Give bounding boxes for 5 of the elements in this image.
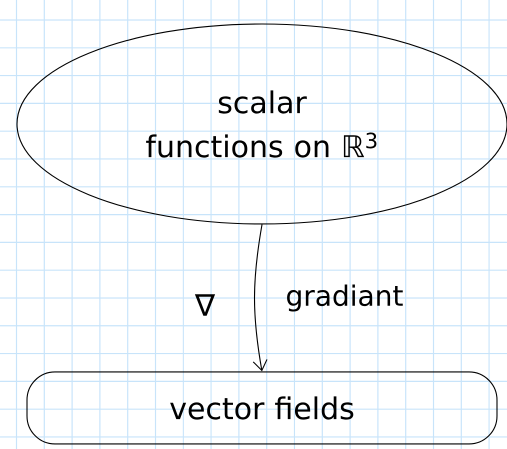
oval-region: scalar functions on ℝ$^{3}$ bbox=[16, 23, 507, 225]
nabla-symbol: ∇ bbox=[194, 294, 216, 316]
arrow bbox=[252, 224, 268, 372]
rounded-region: vector fields bbox=[26, 371, 498, 445]
edge-label: gradiant bbox=[287, 284, 403, 312]
